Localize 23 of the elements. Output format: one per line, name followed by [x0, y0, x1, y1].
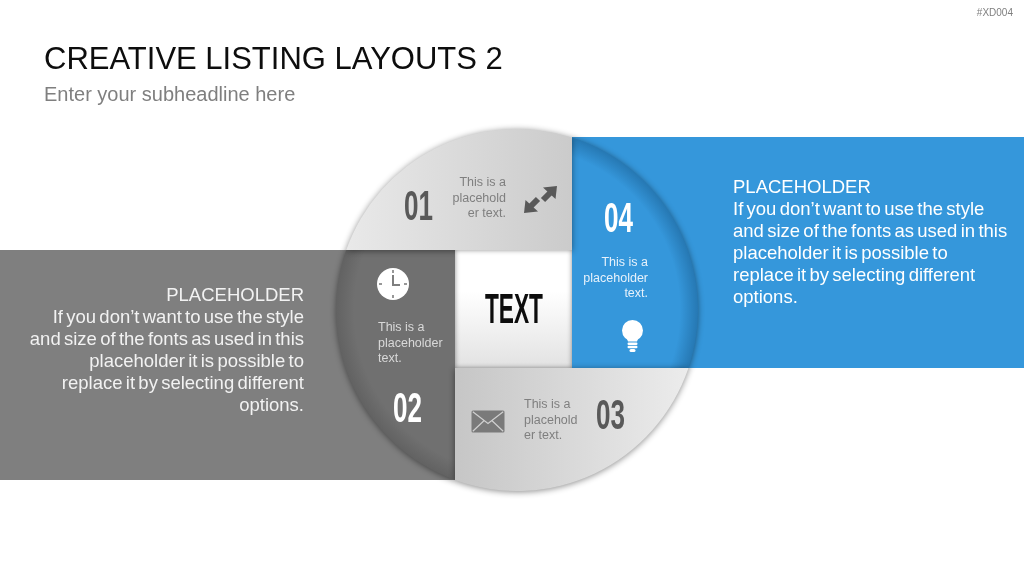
placeholder-text: This is a placeholder text. [582, 255, 648, 302]
center-tile [455, 250, 572, 368]
subheadline: Enter your subheadline here [44, 82, 296, 107]
segment-number: 03 [596, 397, 625, 433]
segment-number: 02 [393, 390, 422, 426]
placeholder-text: This is a placeholder text. [378, 320, 444, 367]
placeholder-text: This is a placehold er text. [524, 397, 579, 444]
band-heading: PLACEHOLDER [733, 176, 871, 198]
center-label: TEXT [485, 291, 543, 327]
band-text: If you don’t want to use the style and size of the fonts as used in this placeholder it is possible to replace it by selecting different options. [28, 306, 304, 416]
circle-segment [572, 137, 698, 368]
text-band [572, 137, 1024, 368]
band-text: If you don’t want to use the style and size of the fonts as used in this placeholder it is possible to replace it by selecting different options. [733, 198, 1009, 308]
slide-title: CREATIVE LISTING LAYOUTS 2 [44, 40, 503, 78]
circle-segment [455, 368, 689, 491]
band-heading: PLACEHOLDER [166, 284, 304, 306]
circle-segment [346, 129, 572, 250]
segment-number: 01 [404, 188, 433, 224]
slide-code: #XD004 [976, 6, 1013, 20]
placeholder-text: This is a placehold er text. [451, 175, 506, 222]
circle-segment [336, 250, 455, 480]
segment-number: 04 [604, 200, 633, 236]
text-band [0, 250, 455, 480]
